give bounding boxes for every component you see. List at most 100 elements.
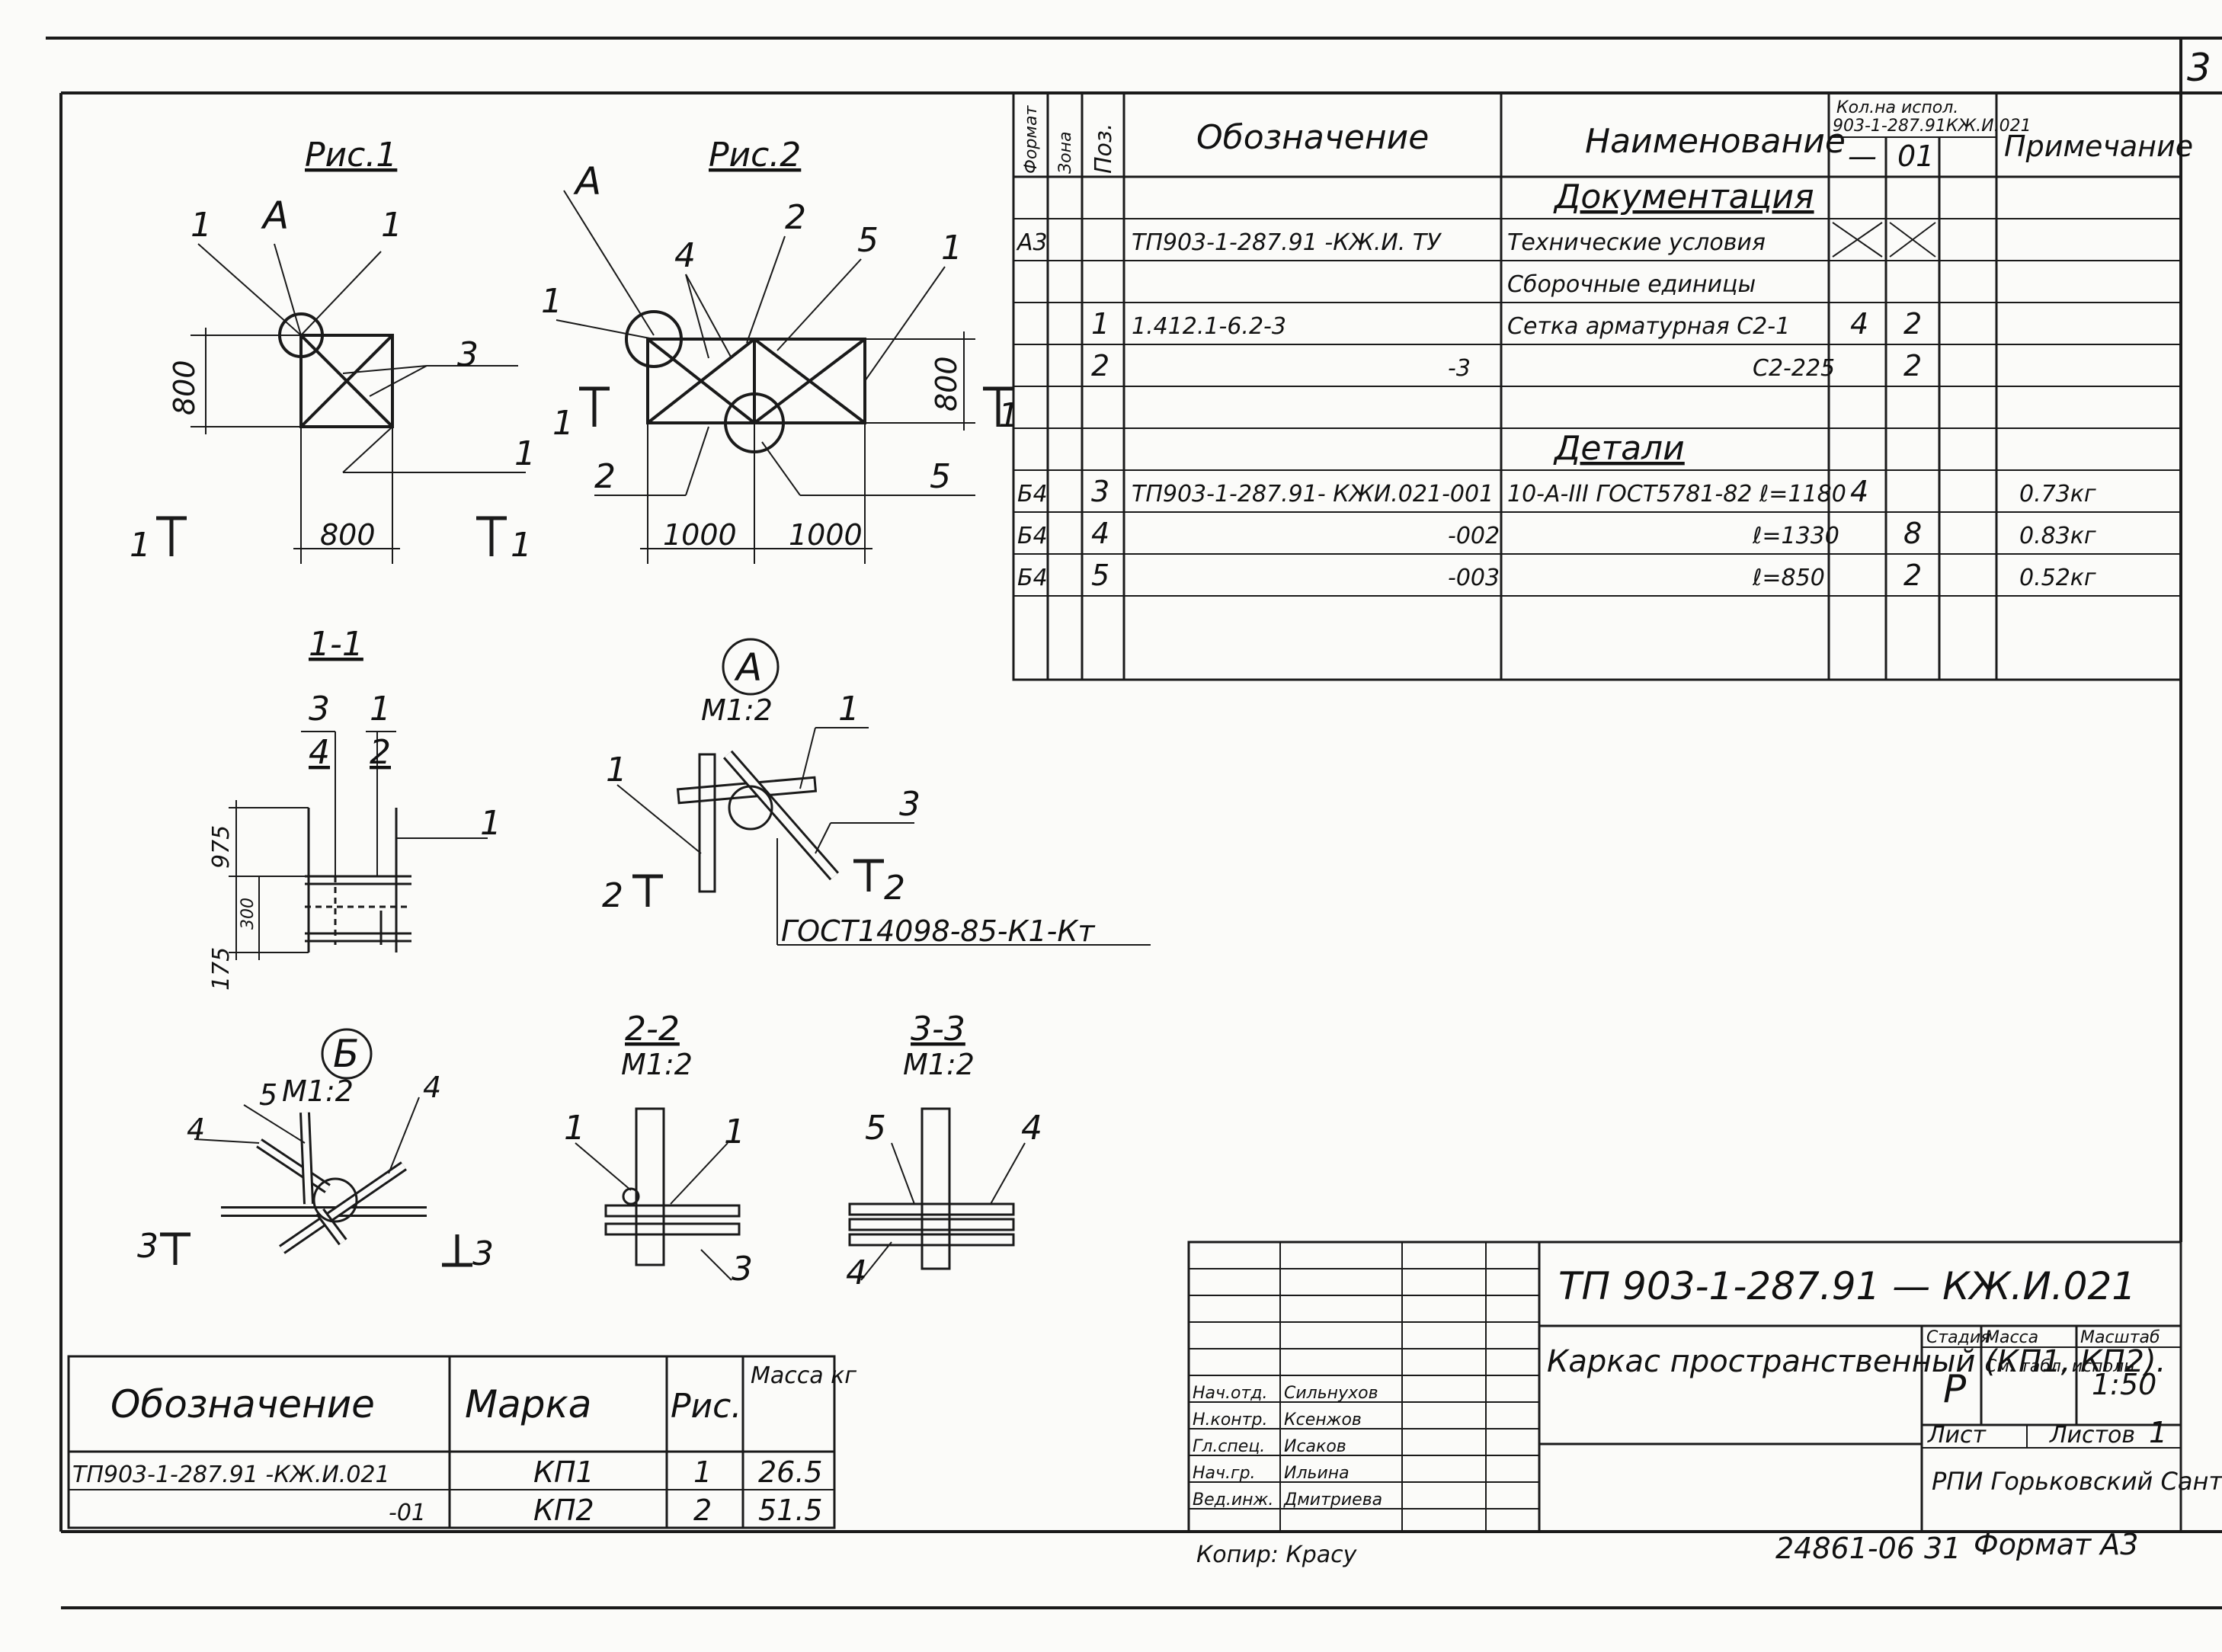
spec-cell-name: Детали bbox=[1553, 429, 1685, 468]
fig1-dim-height: 800 bbox=[168, 360, 201, 415]
spec-cell-format: Б4 bbox=[1017, 565, 1048, 591]
fig1-leader-1c: 1 bbox=[514, 434, 536, 473]
spec-header-qty-01: 01 bbox=[1897, 139, 1934, 173]
title-sheets-label: Листов bbox=[2049, 1422, 2135, 1449]
fig2-dim-1000a: 1000 bbox=[663, 518, 737, 552]
marks-cell-designation: -01 bbox=[389, 1500, 426, 1526]
spec-cell-designation: -002 bbox=[1448, 523, 1500, 549]
spec-cell-designation: ТП903-1-287.91- КЖИ.021-001 bbox=[1132, 481, 1494, 507]
spec-header-name: Наименование bbox=[1585, 122, 1846, 161]
title-sheet-label: Лист bbox=[1927, 1422, 1987, 1449]
fig1-dim-width: 800 bbox=[320, 518, 376, 552]
fig2-leader-2b: 2 bbox=[594, 457, 616, 496]
title-block: Нач.отд.СильнуховН.контр.КсенжовГл.спец.… bbox=[1187, 1241, 2222, 1568]
section-1-1-title: 1-1 bbox=[309, 625, 363, 664]
view-b-section-3-left: 3 bbox=[137, 1227, 158, 1266]
section-3-3-leader-4a: 4 bbox=[1021, 1109, 1042, 1148]
view-a-leader-3: 3 bbox=[899, 785, 920, 824]
marks-cell-mass: 51.5 bbox=[758, 1494, 823, 1527]
fig2-leader-4: 4 bbox=[674, 236, 696, 275]
section-1-1-mark-2: 2 bbox=[370, 733, 391, 772]
title-stage-label: Стадия bbox=[1926, 1328, 1990, 1347]
spec-cell-name: Сборочные единицы bbox=[1507, 271, 1756, 298]
section-2-2-scale: М1:2 bbox=[621, 1048, 693, 1081]
spec-cell-format: А3 bbox=[1016, 229, 1048, 256]
section-2-2-leader-1a: 1 bbox=[564, 1109, 585, 1148]
section-1-1-leader-1: 1 bbox=[480, 804, 501, 843]
figure-2: Рис.2 bbox=[541, 136, 1020, 564]
section-2-2-leader-1b: 1 bbox=[724, 1113, 745, 1151]
spec-cell-qty-01: 8 bbox=[1903, 517, 1922, 550]
signature-role: Н.контр. bbox=[1193, 1410, 1267, 1429]
view-b: Б 5 М1:2 4 4 3 3 bbox=[137, 1028, 494, 1273]
figure-1: Рис.1 1 bbox=[130, 136, 536, 565]
view-a-leader-1: 1 bbox=[838, 690, 860, 728]
spec-cell-qty-01: 2 bbox=[1903, 349, 1922, 383]
spec-table: Формат Зона Поз. Обозначение Наименовани… bbox=[1012, 91, 2193, 681]
view-a-leader-1b: 1 bbox=[606, 751, 627, 789]
spec-header-qty-dash: — bbox=[1848, 139, 1877, 173]
spec-header-qty-sub: 903-1-287.91КЖ.И.021 bbox=[1833, 117, 2031, 136]
section-2-2-leader-3: 3 bbox=[732, 1250, 753, 1289]
title-scale: 1:50 bbox=[2092, 1368, 2156, 1401]
marks-cell-fig: 2 bbox=[693, 1494, 712, 1527]
section-1-1-mark-4: 4 bbox=[309, 733, 330, 772]
marks-cell-fig: 1 bbox=[693, 1455, 712, 1489]
title-sheets: 1 bbox=[2149, 1416, 2167, 1449]
view-a-section-2-left: 2 bbox=[602, 876, 623, 915]
view-a-scale: М1:2 bbox=[701, 693, 773, 727]
fig2-leader-5b: 5 bbox=[930, 457, 951, 496]
sheet-format: Формат А3 bbox=[1974, 1528, 2138, 1561]
spec-cell-note: 0.83кг bbox=[2019, 523, 2096, 549]
spec-header-format: Формат bbox=[1022, 105, 1041, 174]
fig1-section-right: 1 bbox=[511, 526, 532, 565]
spec-cell-note: 0.73кг bbox=[2019, 481, 2096, 507]
spec-cell-qty-base: 4 bbox=[1850, 475, 1868, 508]
section-1-1-dim-175: 175 bbox=[208, 947, 235, 991]
signature-name: Ильина bbox=[1284, 1464, 1350, 1483]
view-b-section-3-right: 3 bbox=[472, 1234, 494, 1273]
marks-header-mark: Марка bbox=[465, 1382, 591, 1426]
view-b-scale: М1:2 bbox=[282, 1074, 354, 1108]
view-a: А М1:2 1 1 3 2 2 ГОСТ14098-85-К1-Кт bbox=[602, 638, 1151, 948]
spec-header-note: Примечание bbox=[2004, 130, 2193, 163]
spec-cell-qty-base: 4 bbox=[1850, 307, 1868, 341]
fig2-leader-1b: 1 bbox=[941, 229, 962, 267]
marks-table: Обозначение Марка Рис. Масса кг ТП903-1-… bbox=[67, 1355, 856, 1529]
spec-cell-designation: -003 bbox=[1448, 565, 1500, 591]
fig1-callout-a: А bbox=[261, 194, 289, 238]
view-b-leader-4b: 4 bbox=[187, 1113, 205, 1146]
spec-cell-name: Сетка арматурная С2-1 bbox=[1507, 313, 1790, 340]
section-3-3: 3-3 М1:2 5 4 4 bbox=[846, 1010, 1042, 1292]
marks-cell-mark: КП2 bbox=[533, 1494, 594, 1527]
fig2-section-right: 1 bbox=[998, 396, 1020, 435]
spec-cell-qty-01: 2 bbox=[1903, 307, 1922, 341]
fig2-leader-2: 2 bbox=[785, 198, 806, 237]
marks-header-mass: Масса кг bbox=[751, 1362, 856, 1389]
section-1-1-mark-1: 1 bbox=[370, 690, 391, 728]
signature-name: Сильнухов bbox=[1284, 1384, 1378, 1403]
spec-cell-name: 10-А-III ГОСТ5781-82 ℓ=1180 bbox=[1507, 481, 1846, 507]
spec-cell-name: ℓ=1330 bbox=[1752, 523, 1839, 549]
signature-role: Гл.спец. bbox=[1193, 1437, 1265, 1456]
view-b-leader-4a: 4 bbox=[423, 1071, 441, 1104]
section-3-3-scale: М1:2 bbox=[903, 1048, 975, 1081]
marks-header-fig: Рис. bbox=[671, 1387, 741, 1426]
signature-name: Ксенжов bbox=[1284, 1410, 1362, 1429]
fig2-title: Рис.2 bbox=[709, 136, 801, 174]
spec-cell-name: Технические условия bbox=[1507, 229, 1766, 256]
fig2-leader-1: 1 bbox=[541, 282, 562, 321]
section-3-3-title: 3-3 bbox=[911, 1010, 965, 1049]
signature-name: Дмитриева bbox=[1283, 1490, 1382, 1510]
archive-number: 24861-06 31 bbox=[1775, 1532, 1961, 1565]
spec-cell-designation: 1.412.1-6.2-3 bbox=[1132, 313, 1286, 340]
section-1-1-dim-300: 300 bbox=[239, 898, 258, 930]
fig1-leader-3: 3 bbox=[457, 335, 479, 374]
fig1-title: Рис.1 bbox=[305, 136, 397, 174]
spec-cell-designation: ТП903-1-287.91 -КЖ.И. ТУ bbox=[1132, 229, 1442, 256]
spec-cell-name: ℓ=850 bbox=[1752, 565, 1825, 591]
signature-role: Нач.гр. bbox=[1193, 1464, 1256, 1483]
